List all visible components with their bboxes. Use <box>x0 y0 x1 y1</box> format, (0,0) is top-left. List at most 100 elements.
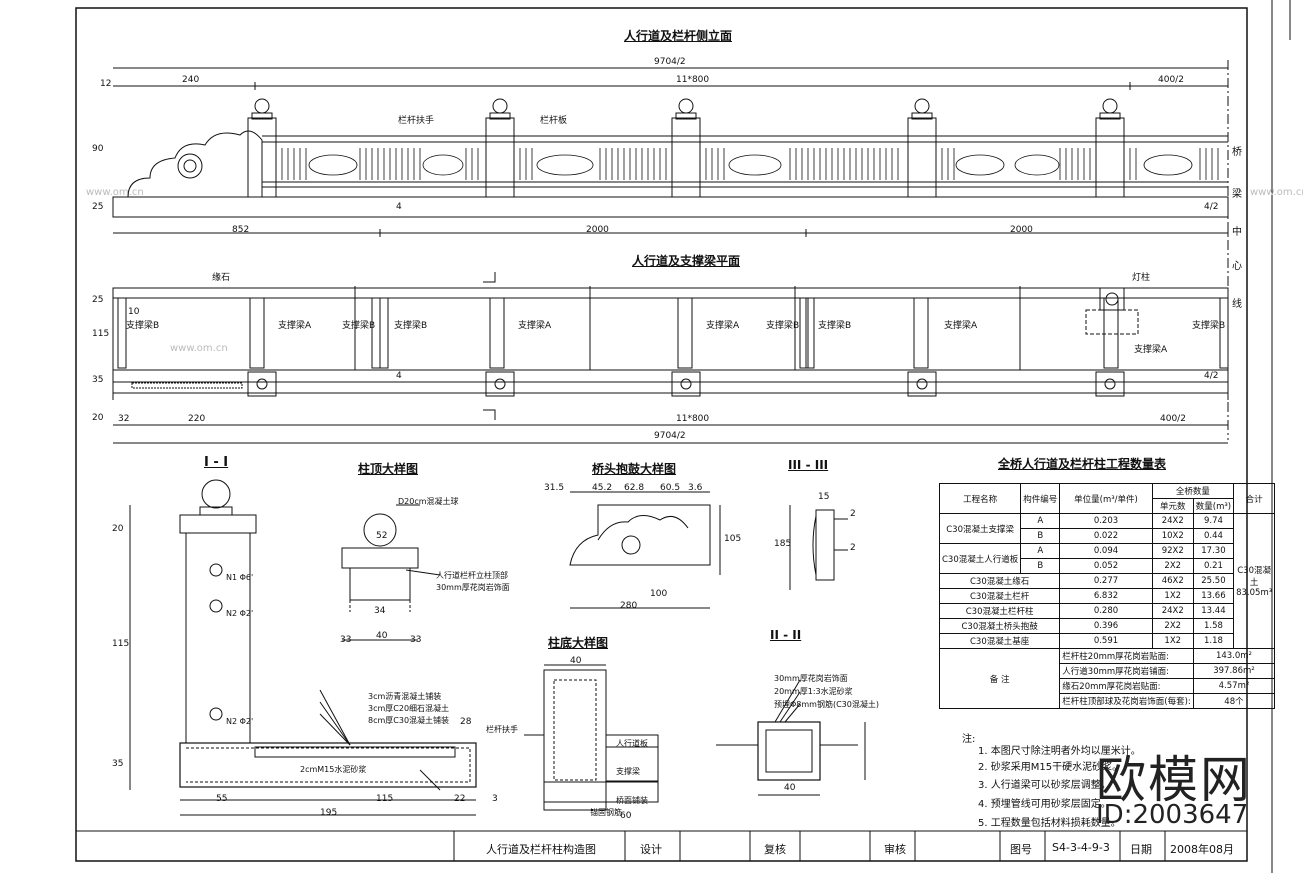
label-beam-b-2: 支撑梁B <box>342 321 376 331</box>
qty-remarks-label: 备 注 <box>938 648 1061 709</box>
design-label: 设计 <box>640 843 662 856</box>
dim-plan-35: 35 <box>92 375 104 385</box>
table-row: C30混凝土栏杆 6.832 1X2 13.66 <box>938 588 1275 604</box>
label-base-bottom: 桥面铺装 <box>616 796 648 805</box>
label-cap-note3: 30mm厚花岗岩饰面 <box>436 583 510 592</box>
elevation-view <box>112 67 1229 237</box>
review-label: 审核 <box>884 843 906 856</box>
base-detail-view <box>524 664 659 811</box>
dim-plan-left: 220 <box>188 414 206 424</box>
base-detail-title: 柱底大样图 <box>548 636 609 650</box>
section-II-title: II - II <box>770 628 802 642</box>
dim-plan-slope-right: 4/2 <box>1204 371 1219 381</box>
dim-cap-33a: 33 <box>340 635 352 645</box>
sheet-border <box>75 7 1248 862</box>
end-detail-view <box>569 491 721 609</box>
table-row: C30混凝土栏杆柱 0.280 24X2 13.44 <box>938 603 1275 619</box>
dim-cap-52: 52 <box>376 531 388 541</box>
centerline-char-2: 梁 <box>1232 189 1242 200</box>
elevation-panels <box>281 148 1219 180</box>
dim-s3-15: 15 <box>818 492 830 502</box>
label-beam-a-5: 支撑梁A <box>1134 345 1168 355</box>
watermark-site-2: www.om.cn <box>170 343 228 354</box>
table-row: 备 注 栏杆柱20mm厚花岗岩贴面: 143.0m² <box>938 648 1276 709</box>
label-beam-a-2: 支撑梁A <box>518 321 552 331</box>
date-value: 2008年08月 <box>1170 843 1234 856</box>
dim-s3-2b: 2 <box>850 543 856 553</box>
dim-s3-185: 185 <box>774 539 792 549</box>
label-pipe2: N2 Φ2' <box>226 609 254 618</box>
label-layer4: 2cmM15水泥砂浆 <box>300 765 367 774</box>
qty-header-total: 全桥数量 <box>1151 483 1235 499</box>
dim-end-605: 60.5 <box>660 483 681 493</box>
label-beam-b-3: 支撑梁B <box>394 321 428 331</box>
dim-plan-mid: 11*800 <box>676 414 710 424</box>
section-II-view <box>716 679 866 796</box>
label-s2-note2: 20mm厚1:3水泥砂浆 <box>774 687 853 696</box>
dim-end-628: 62.8 <box>624 483 645 493</box>
dim-plan-115: 115 <box>92 329 110 339</box>
drawing-no-label: 图号 <box>1010 843 1032 856</box>
dim-plan-25: 25 <box>92 295 104 305</box>
dim-end-315: 31.5 <box>544 483 565 493</box>
dim-cap-40: 40 <box>376 631 388 641</box>
dim-base-60: 60 <box>620 811 632 821</box>
dim-elev-left: 852 <box>232 225 250 235</box>
label-beam-b-5: 支撑梁B <box>818 321 852 331</box>
cap-detail-view <box>341 504 441 641</box>
dim-plan-right: 400/2 <box>1160 414 1186 424</box>
label-base-right: 支撑梁 <box>616 767 640 776</box>
table-row: C30混凝土人行道板 A 0.094 92X2 17.30 <box>938 543 1275 574</box>
dim-s3-2a: 2 <box>850 509 856 519</box>
qty-header-unit: 单位量(m³/单件) <box>1059 483 1153 514</box>
elevation-title: 人行道及栏杆侧立面 <box>624 29 733 43</box>
label-beam-a-3: 支撑梁A <box>706 321 740 331</box>
dim-elev-mid2: 2000 <box>1010 225 1033 235</box>
dim-sec-115: 115 <box>112 639 130 649</box>
check-label: 复核 <box>764 843 786 856</box>
plan-view <box>112 272 1229 444</box>
dim-plan-10: 10 <box>128 307 140 317</box>
dim-end-452: 45.2 <box>592 483 613 493</box>
section-I-title: I - I <box>204 455 229 470</box>
dim-v-12: 12 <box>100 79 112 89</box>
plan-title: 人行道及支撑梁平面 <box>632 254 741 268</box>
dim-sec-35: 35 <box>112 759 124 769</box>
label-beam-a-1: 支撑梁A <box>278 321 312 331</box>
note-item-5: 5. 工程数量包括材料损耗数量。 <box>978 818 1121 829</box>
dim-top-mid: 11*800 <box>676 75 710 85</box>
section-III-view <box>789 505 848 590</box>
dim-sec-195: 195 <box>320 808 338 818</box>
label-s2-note1: 30mm厚花岗岩饰面 <box>774 674 848 683</box>
label-beam-b-6: 支撑梁B <box>1192 321 1226 331</box>
dim-sec-28: 28 <box>460 717 472 727</box>
label-pipe3: N2 Φ2' <box>226 717 254 726</box>
watermark-site-1: www.om.cn <box>86 187 144 198</box>
label-beam-b-4: 支撑梁B <box>766 321 800 331</box>
centerline-char-4: 心 <box>1232 261 1242 272</box>
label-cap-note2: 人行道栏杆立柱顶部 <box>436 571 508 580</box>
section-III-title: III - III <box>788 458 829 472</box>
label-cap-note1: D20cm混凝土球 <box>398 497 459 506</box>
table-row: B 0.022 10X2 0.44 <box>940 528 1275 544</box>
note-item-4: 4. 预埋管线可用砂浆层固定。 <box>978 799 1111 810</box>
dim-base-40: 40 <box>570 656 582 666</box>
dim-slope-right: 4/2 <box>1204 202 1219 212</box>
label-s2-note3: 预埋Φ8mm钢筋(C30混凝土) <box>774 700 879 709</box>
watermark-logo: 欧模网 <box>1096 751 1252 809</box>
label-pipe1: N1 Φ6' <box>226 573 254 582</box>
dim-top-total: 9704/2 <box>654 57 686 67</box>
dim-sec-20: 20 <box>112 524 124 534</box>
dim-top-left: 240 <box>182 75 200 85</box>
centerline-char-1: 桥 <box>1232 147 1242 158</box>
label-lamp-post: 灯柱 <box>1132 273 1151 283</box>
qty-total-label: C30混凝土 <box>1237 566 1271 588</box>
dim-s2-40: 40 <box>784 783 796 793</box>
dim-cap-34: 34 <box>374 606 386 616</box>
note-item-1: 1. 本图尺寸除注明者外均以厘米计。 <box>978 746 1141 757</box>
note-item-2: 2. 砂浆采用M15干硬水泥砂浆。 <box>978 762 1123 773</box>
label-layer3: 8cm厚C30混凝土铺装 <box>368 716 450 725</box>
